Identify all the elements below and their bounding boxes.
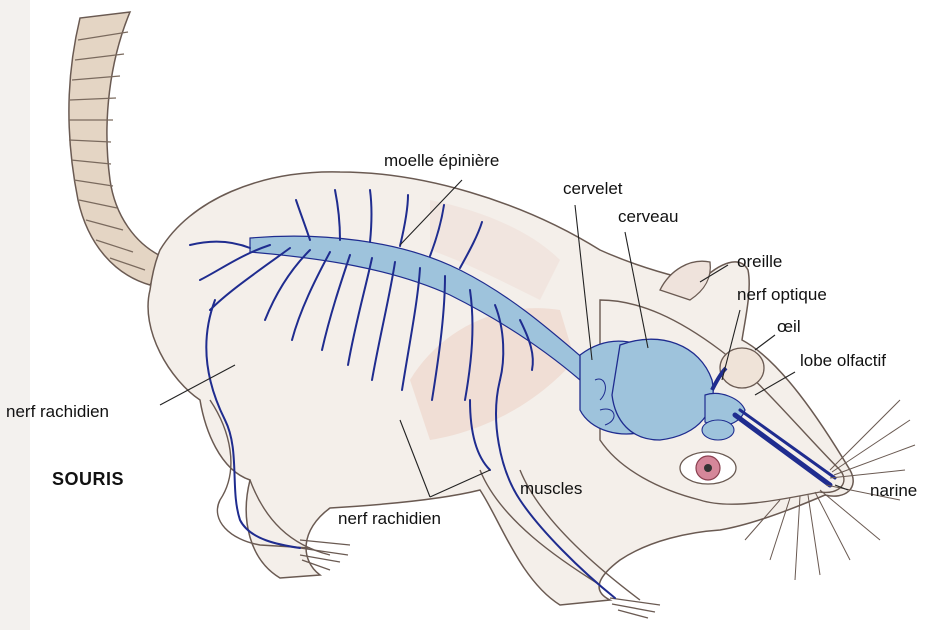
- page-edge-shadow: [0, 0, 30, 630]
- label-ear: oreille: [737, 253, 782, 270]
- label-eye: œil: [777, 318, 801, 335]
- eye-bulb: [720, 348, 764, 388]
- diagram-title: SOURIS: [52, 470, 124, 488]
- label-muscles: muscles: [520, 480, 582, 497]
- label-nostril: narine: [870, 482, 917, 499]
- outer-eye: [680, 452, 736, 484]
- label-spinal-cord: moelle épinière: [384, 152, 499, 169]
- label-spinal-nerve-bottom: nerf rachidien: [338, 510, 441, 527]
- label-brain: cerveau: [618, 208, 678, 225]
- label-spinal-nerve-left: nerf rachidien: [6, 403, 109, 420]
- label-olfactory-lobe: lobe olfactif: [800, 352, 886, 369]
- label-cerebellum: cervelet: [563, 180, 623, 197]
- label-optic-nerve: nerf optique: [737, 286, 827, 303]
